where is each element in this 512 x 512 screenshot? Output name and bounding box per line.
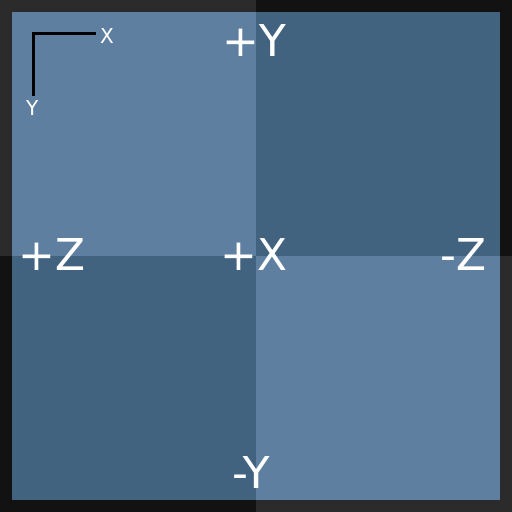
quadrant-bottom-right xyxy=(256,256,500,500)
plus-z-label: +Z xyxy=(18,230,86,281)
plus-y-label: +Y xyxy=(222,16,286,67)
minus-y-label: -Y xyxy=(232,448,270,499)
x-axis-label: X xyxy=(100,24,114,48)
y-axis-label: Y xyxy=(26,96,39,120)
quadrant-top-right xyxy=(256,12,500,256)
quadrant-bottom-left xyxy=(12,256,256,500)
plus-x-label: +X xyxy=(220,230,288,281)
quadrant-top-left xyxy=(12,12,256,256)
minus-z-label: -Z xyxy=(440,230,487,281)
x-axis-line xyxy=(32,32,96,35)
y-axis-line xyxy=(32,32,35,96)
